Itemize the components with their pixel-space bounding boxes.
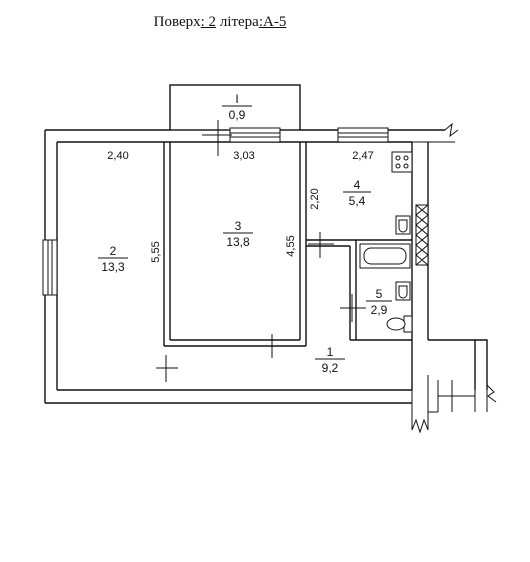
windows [42,127,429,296]
room-3-label: 3 13,8 [223,219,253,249]
toilet [386,315,413,333]
dim-room2-width: 2,40 [107,150,128,162]
dim-room3-length: 4,55 [285,235,297,256]
floor-header: Поверх: 2 літера:А-5 [0,14,440,31]
bathroom-sink [395,281,411,301]
bathtub [359,243,411,269]
room-area: 2,9 [371,303,388,317]
room-5-label: 5 2,9 [366,287,392,317]
room-id: 2 [110,244,117,258]
header-middle: літера [216,14,259,30]
interior-walls [163,142,412,347]
header-letter: :А-5 [258,14,287,30]
door-marks [156,120,366,382]
dim-room3-width: 3,03 [233,150,254,162]
dim-room4-length: 2,20 [309,188,321,209]
room-area: 13,3 [101,260,125,274]
kitchen-stove [391,151,413,173]
room-area: 0,9 [229,108,246,122]
entrance-stairs [411,375,497,434]
header-floor: : 2 [200,14,217,30]
room-id: 1 [327,345,334,359]
kitchen-sink [395,215,411,235]
room-id: 3 [235,219,242,233]
room-1-label: 1 9,2 [315,345,345,375]
room-4-label: 4 5,4 [343,178,371,208]
room-id: 5 [376,287,383,301]
room-area: 9,2 [322,361,339,375]
room-area: 5,4 [349,194,366,208]
dim-room4-width: 2,47 [352,150,373,162]
room-id: I [235,92,238,106]
room-area: 13,8 [226,235,250,249]
dim-room2-length: 5,55 [150,241,162,262]
header-prefix: Поверх [153,14,201,30]
room-balcony-label: I 0,9 [222,92,252,122]
room-2-label: 2 13,3 [98,244,128,274]
room-id: 4 [354,178,361,192]
